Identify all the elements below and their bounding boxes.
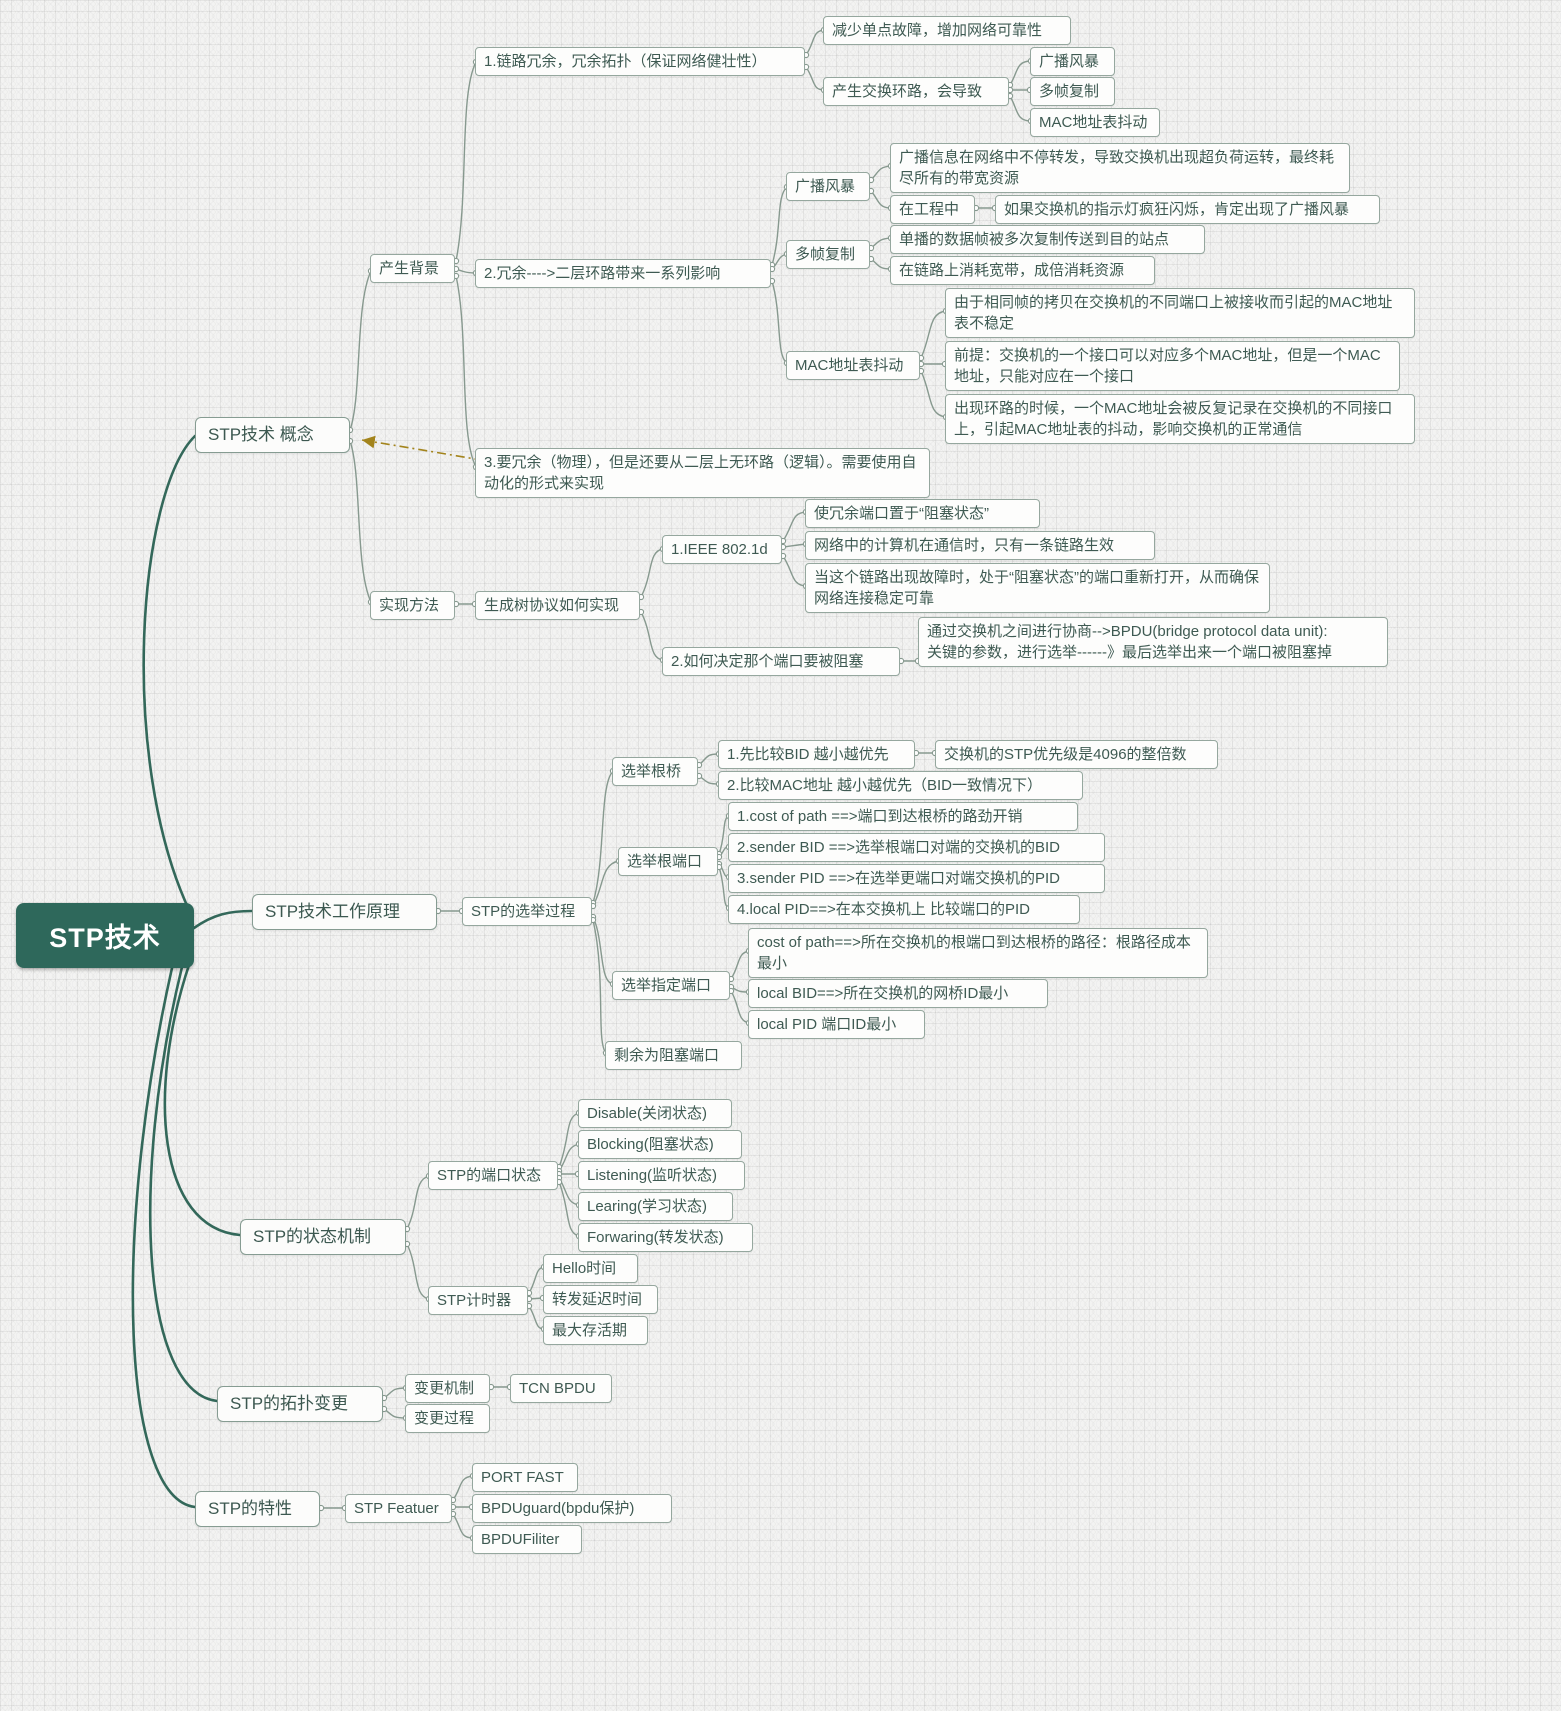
node-broadcast-storm[interactable]: 广播风暴 (786, 172, 870, 201)
node-state-disable[interactable]: Disable(关闭状态) (578, 1099, 732, 1128)
node-remaining-blocked-ports[interactable]: 剩余为阻塞端口 (605, 1041, 742, 1070)
topic-working-principle[interactable]: STP技术工作原理 (252, 894, 437, 930)
node-port-states[interactable]: STP的端口状态 (428, 1161, 558, 1190)
node-broadcast-storm-desc[interactable]: 广播信息在网络中不停转发，导致交换机出现超负荷运转，最终耗尽所有的带宽资源 (890, 143, 1350, 193)
node-state-forwarding[interactable]: Forwaring(转发状态) (578, 1223, 753, 1252)
node-loop-effect-mac-flap[interactable]: MAC地址表抖动 (1030, 108, 1160, 137)
node-ieee-point-single-path[interactable]: 网络中的计算机在通信时，只有一条链路生效 (805, 531, 1155, 560)
node-root-port-rule4[interactable]: 4.local PID==>在本交换机上 比较端口的PID (728, 895, 1080, 924)
trunk-connectors (131, 434, 254, 1509)
node-mac-flap-desc2[interactable]: 前提：交换机的一个接口可以对应多个MAC地址，但是一个MAC地址，只能对应在一个… (945, 341, 1400, 391)
node-designated-port-rule3[interactable]: local PID 端口ID最小 (748, 1010, 925, 1039)
root-node-stp[interactable]: STP技术 (16, 903, 194, 968)
node-root-port-rule3[interactable]: 3.sender PID ==>在选举更端口对端交换机的PID (728, 864, 1105, 893)
node-loop-effect-multiframe[interactable]: 多帧复制 (1030, 77, 1115, 106)
node-root-bridge-rule1-note[interactable]: 交换机的STP优先级是4096的整倍数 (935, 740, 1218, 769)
node-designated-port-rule1[interactable]: cost of path==>所在交换机的根端口到达根桥的路径：根路径成本最小 (748, 928, 1208, 978)
topic-concept[interactable]: STP技术 概念 (195, 417, 350, 453)
node-implementation[interactable]: 实现方法 (370, 591, 455, 620)
node-need-loopfree-logic[interactable]: 3.要冗余（物理），但是还要从二层上无环路（逻辑）。需要使用自动化的形式来实现 (475, 448, 930, 498)
node-ieee-point-failover[interactable]: 当这个链路出现故障时，处于“阻塞状态”的端口重新打开，从而确保网络连接稳定可靠 (805, 563, 1270, 613)
node-designated-port-rule2[interactable]: local BID==>所在交换机的网桥ID最小 (748, 979, 1048, 1008)
node-elect-root-bridge[interactable]: 选举根桥 (612, 757, 698, 786)
node-timer-max-age[interactable]: 最大存活期 (543, 1316, 648, 1345)
node-mac-table-flap[interactable]: MAC地址表抖动 (786, 351, 920, 380)
node-timer-forward-delay[interactable]: 转发延迟时间 (543, 1285, 658, 1314)
node-timer-hello[interactable]: Hello时间 (543, 1254, 638, 1283)
topic-topology-change[interactable]: STP的拓扑变更 (217, 1386, 383, 1422)
node-port-fast[interactable]: PORT FAST (472, 1463, 578, 1492)
node-multiframe-desc1[interactable]: 单播的数据帧被多次复制传送到目的站点 (890, 225, 1205, 254)
node-state-learning[interactable]: Learing(学习状态) (578, 1192, 733, 1221)
node-how-stp-implemented[interactable]: 生成树协议如何实现 (475, 591, 640, 620)
node-in-engineering-desc[interactable]: 如果交换机的指示灯疯狂闪烁，肯定出现了广播风暴 (995, 195, 1380, 224)
node-loop-effect-broadcast-storm[interactable]: 广播风暴 (1030, 47, 1115, 76)
node-ieee-point-blocking[interactable]: 使冗余端口置于“阻塞状态” (805, 499, 1040, 528)
node-bpdu-negotiation[interactable]: 通过交换机之间进行协商-->BPDU(bridge protocol data … (918, 617, 1388, 667)
node-root-port-rule2[interactable]: 2.sender BID ==>选举根端口对端的交换机的BID (728, 833, 1105, 862)
node-layer2-loop-effects[interactable]: 2.冗余---->二层环路带来一系列影响 (475, 259, 771, 288)
node-elect-root-port[interactable]: 选举根端口 (618, 847, 718, 876)
topic-features[interactable]: STP的特性 (195, 1491, 320, 1527)
node-tcn-bpdu[interactable]: TCN BPDU (510, 1374, 612, 1403)
node-bpdu-guard[interactable]: BPDUguard(bpdu保护) (472, 1494, 672, 1523)
node-bpdu-filter[interactable]: BPDUFiliter (472, 1525, 582, 1554)
node-which-port-blocked[interactable]: 2.如何决定那个端口要被阻塞 (662, 647, 900, 676)
node-stp-feature[interactable]: STP Featuer (345, 1494, 452, 1523)
node-mac-flap-desc1[interactable]: 由于相同帧的拷贝在交换机的不同端口上被接收而引起的MAC地址表不稳定 (945, 288, 1415, 338)
node-background[interactable]: 产生背景 (370, 254, 455, 283)
node-switching-loop[interactable]: 产生交换环路，会导致 (823, 77, 1009, 106)
node-link-redundancy[interactable]: 1.链路冗余，冗余拓扑（保证网络健壮性） (475, 47, 805, 76)
node-root-bridge-rule2[interactable]: 2.比较MAC地址 越小越优先（BID一致情况下） (718, 771, 1083, 800)
node-redundancy-benefit[interactable]: 减少单点故障，增加网络可靠性 (823, 16, 1071, 45)
node-multiframe-desc2[interactable]: 在链路上消耗宽带，成倍消耗资源 (890, 256, 1155, 285)
node-multiframe-copy[interactable]: 多帧复制 (786, 240, 870, 269)
node-state-listening[interactable]: Listening(监听状态) (578, 1161, 745, 1190)
node-root-port-rule1[interactable]: 1.cost of path ==>端口到达根桥的路劲开销 (728, 802, 1078, 831)
node-in-engineering[interactable]: 在工程中 (890, 195, 975, 224)
node-state-blocking[interactable]: Blocking(阻塞状态) (578, 1130, 742, 1159)
node-root-bridge-rule1[interactable]: 1.先比较BID 越小越优先 (718, 740, 915, 769)
node-change-mechanism[interactable]: 变更机制 (405, 1374, 490, 1403)
node-ieee-8021d[interactable]: 1.IEEE 802.1d (662, 535, 782, 564)
node-elect-designated-port[interactable]: 选举指定端口 (612, 971, 730, 1000)
node-change-process[interactable]: 变更过程 (405, 1404, 490, 1433)
node-stp-timers[interactable]: STP计时器 (428, 1286, 528, 1315)
node-mac-flap-desc3[interactable]: 出现环路的时候，一个MAC地址会被反复记录在交换机的不同接口上，引起MAC地址表… (945, 394, 1415, 444)
topic-state-mechanism[interactable]: STP的状态机制 (240, 1219, 406, 1255)
node-election-process[interactable]: STP的选举过程 (462, 897, 592, 926)
